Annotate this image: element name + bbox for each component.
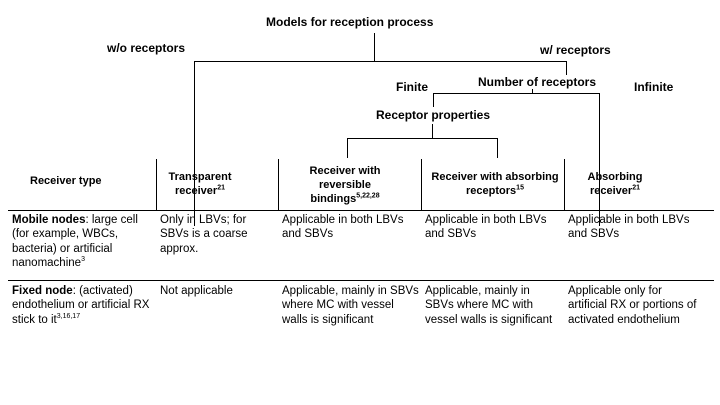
finite-label: Finite	[396, 80, 428, 94]
column-header-transparent: Transparent receiver21	[168, 171, 232, 197]
receiver-type-header: Receiver type	[30, 175, 102, 187]
with-receptors-label: w/ receptors	[540, 43, 611, 57]
table-header-rule	[8, 210, 714, 211]
without-receptors-label: w/o receptors	[107, 41, 186, 55]
connector-properties-bar	[347, 138, 498, 139]
connector-infinite-drop	[599, 93, 600, 226]
table-cell-fixed-absorbing-receptors: Applicable, mainly in SBVs where MC with…	[425, 285, 553, 326]
table-cell-mobile-absorbing-receptors: Applicable in both LBVs and SBVs	[425, 214, 547, 241]
column-header-absorbing-receptors: Receiver with absorbing receptors15	[431, 171, 559, 197]
table-cell-mobile-absorbing-receiver: Applicable in both LBVs and SBVs	[568, 214, 690, 241]
table-row-rule	[8, 280, 714, 281]
connector-right-drop	[566, 61, 567, 75]
column-header-reversible: Receiver with reversible bindings5,22,28	[309, 165, 381, 205]
connector-finite-bar	[433, 93, 600, 94]
connector-number-stem	[532, 89, 533, 93]
column-separator-3	[421, 159, 422, 210]
column-separator-4	[564, 159, 565, 210]
connector-root-stem	[374, 33, 375, 61]
connector-top-bar	[194, 61, 567, 62]
table-cell-fixed-transparent: Not applicable	[160, 285, 233, 297]
column-separator-1	[156, 159, 157, 210]
root-label: Models for reception process	[266, 15, 434, 29]
connector-finite-drop	[433, 93, 434, 107]
table-cell-mobile-reversible: Applicable in both LBVs and SBVs	[282, 214, 404, 241]
column-header-absorbing-receiver: Absorbing receiver21	[587, 171, 643, 197]
receptor-properties-label: Receptor properties	[376, 108, 491, 122]
table-row-label-mobile: Mobile nodes: large cell (for example, W…	[12, 214, 138, 269]
table-cell-fixed-absorbing-receiver: Applicable only for artificial RX or por…	[568, 285, 697, 326]
infinite-label: Infinite	[634, 80, 674, 94]
number-of-receptors-label: Number of receptors	[478, 75, 597, 89]
column-separator-2	[278, 159, 279, 210]
connector-properties-right-drop	[497, 138, 498, 158]
table-cell-fixed-reversible: Applicable, mainly in SBVs where MC with…	[282, 285, 419, 326]
connector-properties-left-drop	[347, 138, 348, 158]
connector-left-drop	[194, 61, 195, 226]
table-cell-mobile-transparent: Only in LBVs; for SBVs is a coarse appro…	[160, 214, 248, 255]
connector-properties-stem	[432, 124, 433, 138]
table-row-label-fixed: Fixed node: (activated) endothelium or a…	[12, 285, 150, 326]
